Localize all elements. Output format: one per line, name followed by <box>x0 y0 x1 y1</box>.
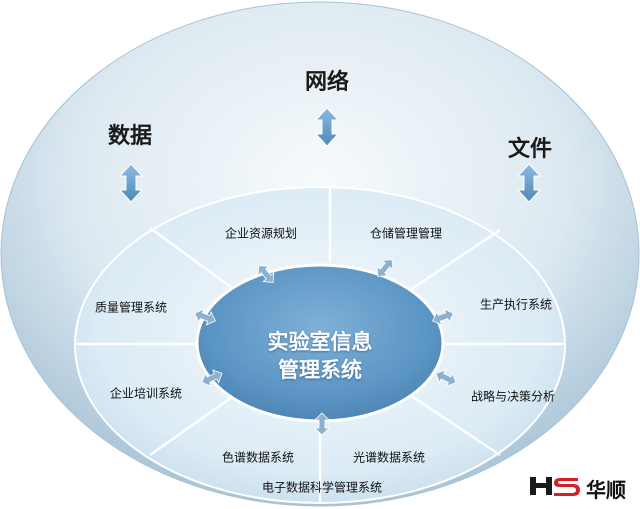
logo-text: 华顺 <box>586 478 626 502</box>
center-title: 实验室信息 管理系统 <box>268 328 373 384</box>
segment-training: 企业培训系统 <box>109 386 183 401</box>
segment-eln: 电子数据科学管理系统 <box>261 480 383 495</box>
segment-chromatography: 色谱数据系统 <box>221 450 295 465</box>
label-network: 网络 <box>304 70 350 95</box>
segment-erp: 企业资源规划 <box>224 226 298 241</box>
center-title-line2: 管理系统 <box>278 358 362 382</box>
segment-quality: 质量管理系统 <box>94 300 168 315</box>
center-title-line1: 实验室信息 <box>267 330 373 354</box>
logo-icon <box>530 477 580 496</box>
segment-strategy: 战略与决策分析 <box>470 389 556 404</box>
segment-warehouse: 仓储管理管理 <box>369 226 443 241</box>
label-files: 文件 <box>507 137 553 162</box>
segment-spectral: 光谱数据系统 <box>352 450 426 465</box>
segment-mes: 生产执行系统 <box>479 297 553 312</box>
label-data: 数据 <box>107 124 153 149</box>
ring-dividers <box>75 186 565 504</box>
